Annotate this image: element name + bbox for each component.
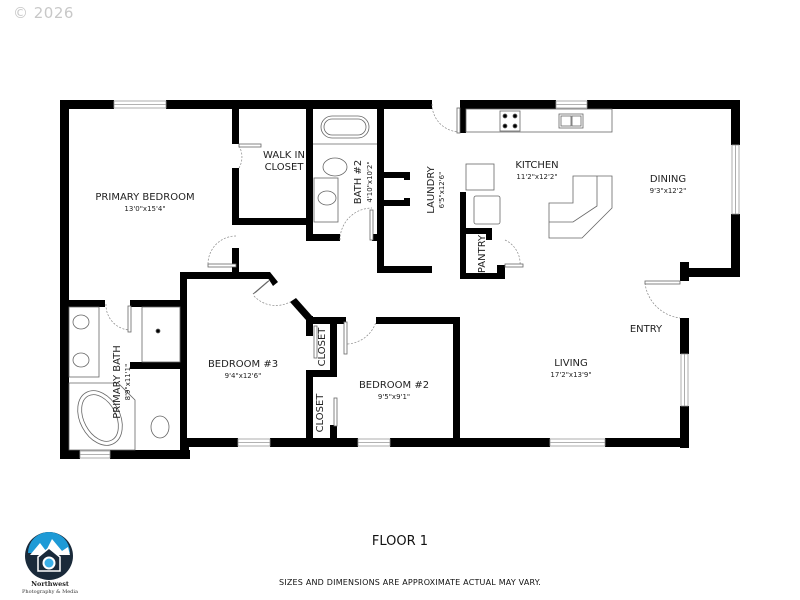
appliance bbox=[473, 195, 501, 225]
svg-text:PANTRY: PANTRY bbox=[477, 234, 488, 273]
logo-name: Northwest bbox=[31, 580, 69, 588]
svg-text:WALK IN: WALK IN bbox=[263, 150, 305, 161]
doors bbox=[105, 103, 681, 345]
svg-text:CLOSET: CLOSET bbox=[315, 393, 326, 433]
copyright-text: © 2026 bbox=[13, 4, 74, 22]
logo-subtitle: Photography & Media bbox=[22, 589, 78, 595]
fixtures bbox=[68, 108, 613, 451]
svg-text:6'5"x12'6": 6'5"x12'6" bbox=[438, 172, 446, 209]
svg-text:CLOSET: CLOSET bbox=[265, 162, 305, 173]
walls bbox=[60, 100, 740, 459]
svg-text:PRIMARY BEDROOM: PRIMARY BEDROOM bbox=[95, 192, 194, 203]
svg-text:11'2"x12'2": 11'2"x12'2" bbox=[516, 173, 557, 181]
svg-text:DINING: DINING bbox=[650, 174, 686, 185]
kitchen-counter bbox=[465, 108, 613, 133]
disclaimer-text: SIZES AND DIMENSIONS ARE APPROXIMATE ACT… bbox=[279, 578, 541, 587]
kitchen-island bbox=[548, 175, 613, 239]
room-labels: PRIMARY BEDROOM 13'0"x15'4" WALK IN CLOS… bbox=[95, 150, 686, 432]
svg-text:9'3"x12'2": 9'3"x12'2" bbox=[650, 187, 687, 195]
svg-text:17'2"x13'9": 17'2"x13'9" bbox=[550, 371, 591, 379]
sink-icon bbox=[558, 113, 584, 129]
svg-text:13'0"x15'4": 13'0"x15'4" bbox=[124, 205, 165, 213]
svg-text:BEDROOM #3: BEDROOM #3 bbox=[208, 359, 278, 370]
sink-icon bbox=[317, 190, 337, 206]
floor-title: FLOOR 1 bbox=[371, 534, 429, 549]
company-logo-icon bbox=[25, 532, 73, 580]
toilet-icon bbox=[150, 415, 170, 439]
svg-text:PRIMARY BATH: PRIMARY BATH bbox=[112, 345, 123, 419]
refrigerator bbox=[465, 163, 495, 191]
stove-icon bbox=[499, 110, 521, 132]
svg-text:4'10"x10'2": 4'10"x10'2" bbox=[366, 161, 374, 202]
svg-text:KITCHEN: KITCHEN bbox=[515, 160, 558, 171]
svg-text:9'4"x12'6": 9'4"x12'6" bbox=[225, 372, 262, 380]
svg-text:LIVING: LIVING bbox=[554, 358, 588, 369]
shower bbox=[141, 306, 181, 363]
windows bbox=[79, 100, 740, 459]
svg-text:9'5"x9'1": 9'5"x9'1" bbox=[378, 393, 410, 401]
svg-text:BEDROOM #2: BEDROOM #2 bbox=[359, 380, 429, 391]
svg-text:ENTRY: ENTRY bbox=[630, 324, 663, 335]
toilet-icon bbox=[322, 157, 348, 177]
svg-text:8'9"x11'1": 8'9"x11'1" bbox=[124, 364, 132, 401]
door-leaves bbox=[127, 107, 681, 427]
svg-text:CLOSET: CLOSET bbox=[317, 327, 328, 367]
svg-text:LAUNDRY: LAUNDRY bbox=[426, 165, 437, 213]
svg-text:BATH #2: BATH #2 bbox=[353, 160, 364, 204]
